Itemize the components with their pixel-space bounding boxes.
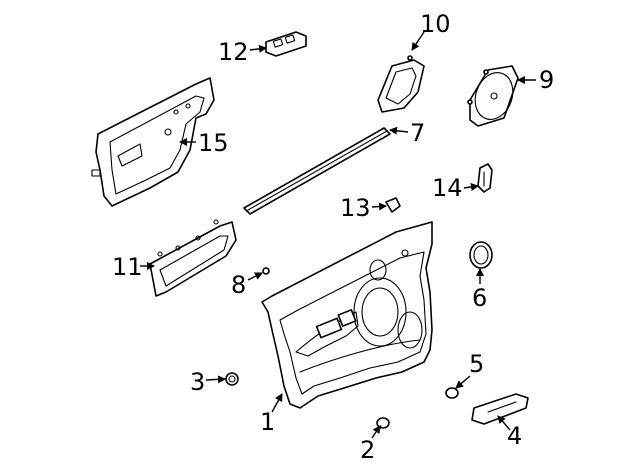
door-trim-panel: [261, 221, 433, 409]
push-pin: [225, 372, 239, 386]
callout-9: 9: [539, 66, 554, 94]
small-clip: [262, 267, 270, 275]
callout-7: 7: [410, 119, 425, 147]
callout-10: 10: [420, 10, 451, 38]
callout-11: 11: [112, 253, 143, 281]
callout-8: 8: [231, 271, 246, 299]
callout-6: 6: [472, 284, 487, 312]
leader-lines: [140, 31, 536, 439]
screw-clip: [376, 417, 390, 433]
callout-14: 14: [432, 174, 463, 202]
lock-rod-clip: [477, 163, 493, 193]
retainer-clip: [385, 197, 401, 213]
armrest: [149, 219, 237, 297]
callout-5: 5: [469, 350, 484, 378]
callout-1: 1: [260, 408, 275, 436]
window-switch: [265, 31, 307, 57]
water-shield: [91, 77, 215, 207]
callout-2: 2: [360, 436, 375, 464]
callout-13: 13: [340, 194, 371, 222]
callout-3: 3: [190, 368, 205, 396]
speaker: [467, 65, 519, 127]
callout-labels: 1 2 3 4 5 6 7 8 9 10 11 12 13 14 15: [112, 10, 554, 464]
plug: [445, 387, 459, 399]
pull-handle: [471, 393, 529, 425]
speaker-housing: [377, 55, 425, 113]
callout-15: 15: [198, 129, 229, 157]
callout-4: 4: [507, 422, 522, 450]
callout-12: 12: [218, 38, 249, 66]
bezel-ring: [469, 241, 493, 269]
